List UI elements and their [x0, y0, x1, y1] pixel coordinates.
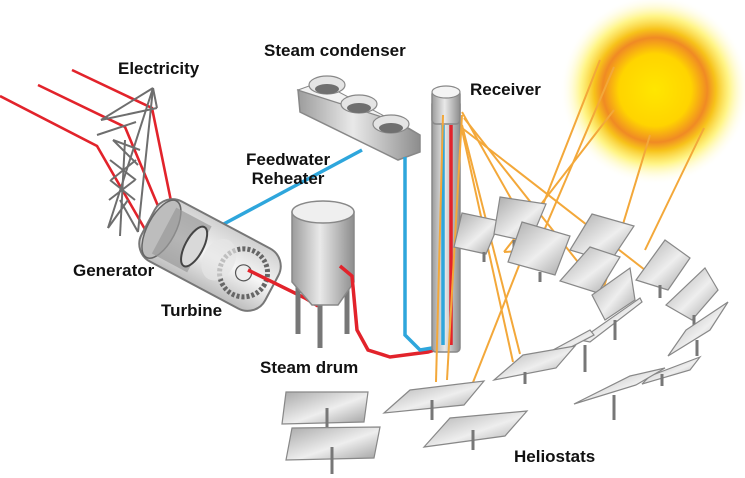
- heliostat: [382, 380, 486, 420]
- heliostat: [453, 212, 501, 262]
- label-reheater: Reheater: [251, 168, 325, 188]
- label-receiver: Receiver: [470, 80, 541, 99]
- transmission-tower: [96, 87, 158, 237]
- feedwater-line: [219, 148, 363, 228]
- steam-line-drum-to-tower: [338, 264, 445, 359]
- heliostat: [491, 345, 577, 384]
- condenser-return-line: [403, 157, 433, 352]
- steam-drum: [291, 200, 355, 348]
- generator-rotor: [180, 225, 209, 268]
- heliostat: [285, 426, 381, 474]
- turbine-blades: [217, 246, 271, 300]
- label-turbine: Turbine: [161, 301, 223, 320]
- label-steam-drum: Steam drum: [260, 358, 359, 377]
- label-electricity: Electricity: [118, 59, 200, 78]
- heliostat-field: [281, 196, 729, 474]
- heliostat: [422, 410, 529, 450]
- label-heliostats: Heliostats: [514, 447, 596, 466]
- label-feedwater: Feedwater: [246, 150, 331, 169]
- generator-turbine: [138, 198, 282, 312]
- label-generator: Generator: [73, 261, 155, 280]
- steam-condenser: [296, 75, 421, 161]
- label-steam-condenser: Steam condenser: [264, 41, 406, 60]
- power-lines: [0, 68, 174, 239]
- heliostat: [641, 355, 702, 386]
- heliostat: [591, 266, 636, 321]
- heliostat: [635, 239, 691, 298]
- heliostat: [281, 391, 369, 428]
- heliostat: [667, 301, 729, 357]
- heliostat: [573, 367, 666, 420]
- label-feedwater-reheater: Feedwater Reheater: [246, 150, 331, 188]
- heliostat: [507, 221, 571, 282]
- heliostat: [578, 297, 643, 343]
